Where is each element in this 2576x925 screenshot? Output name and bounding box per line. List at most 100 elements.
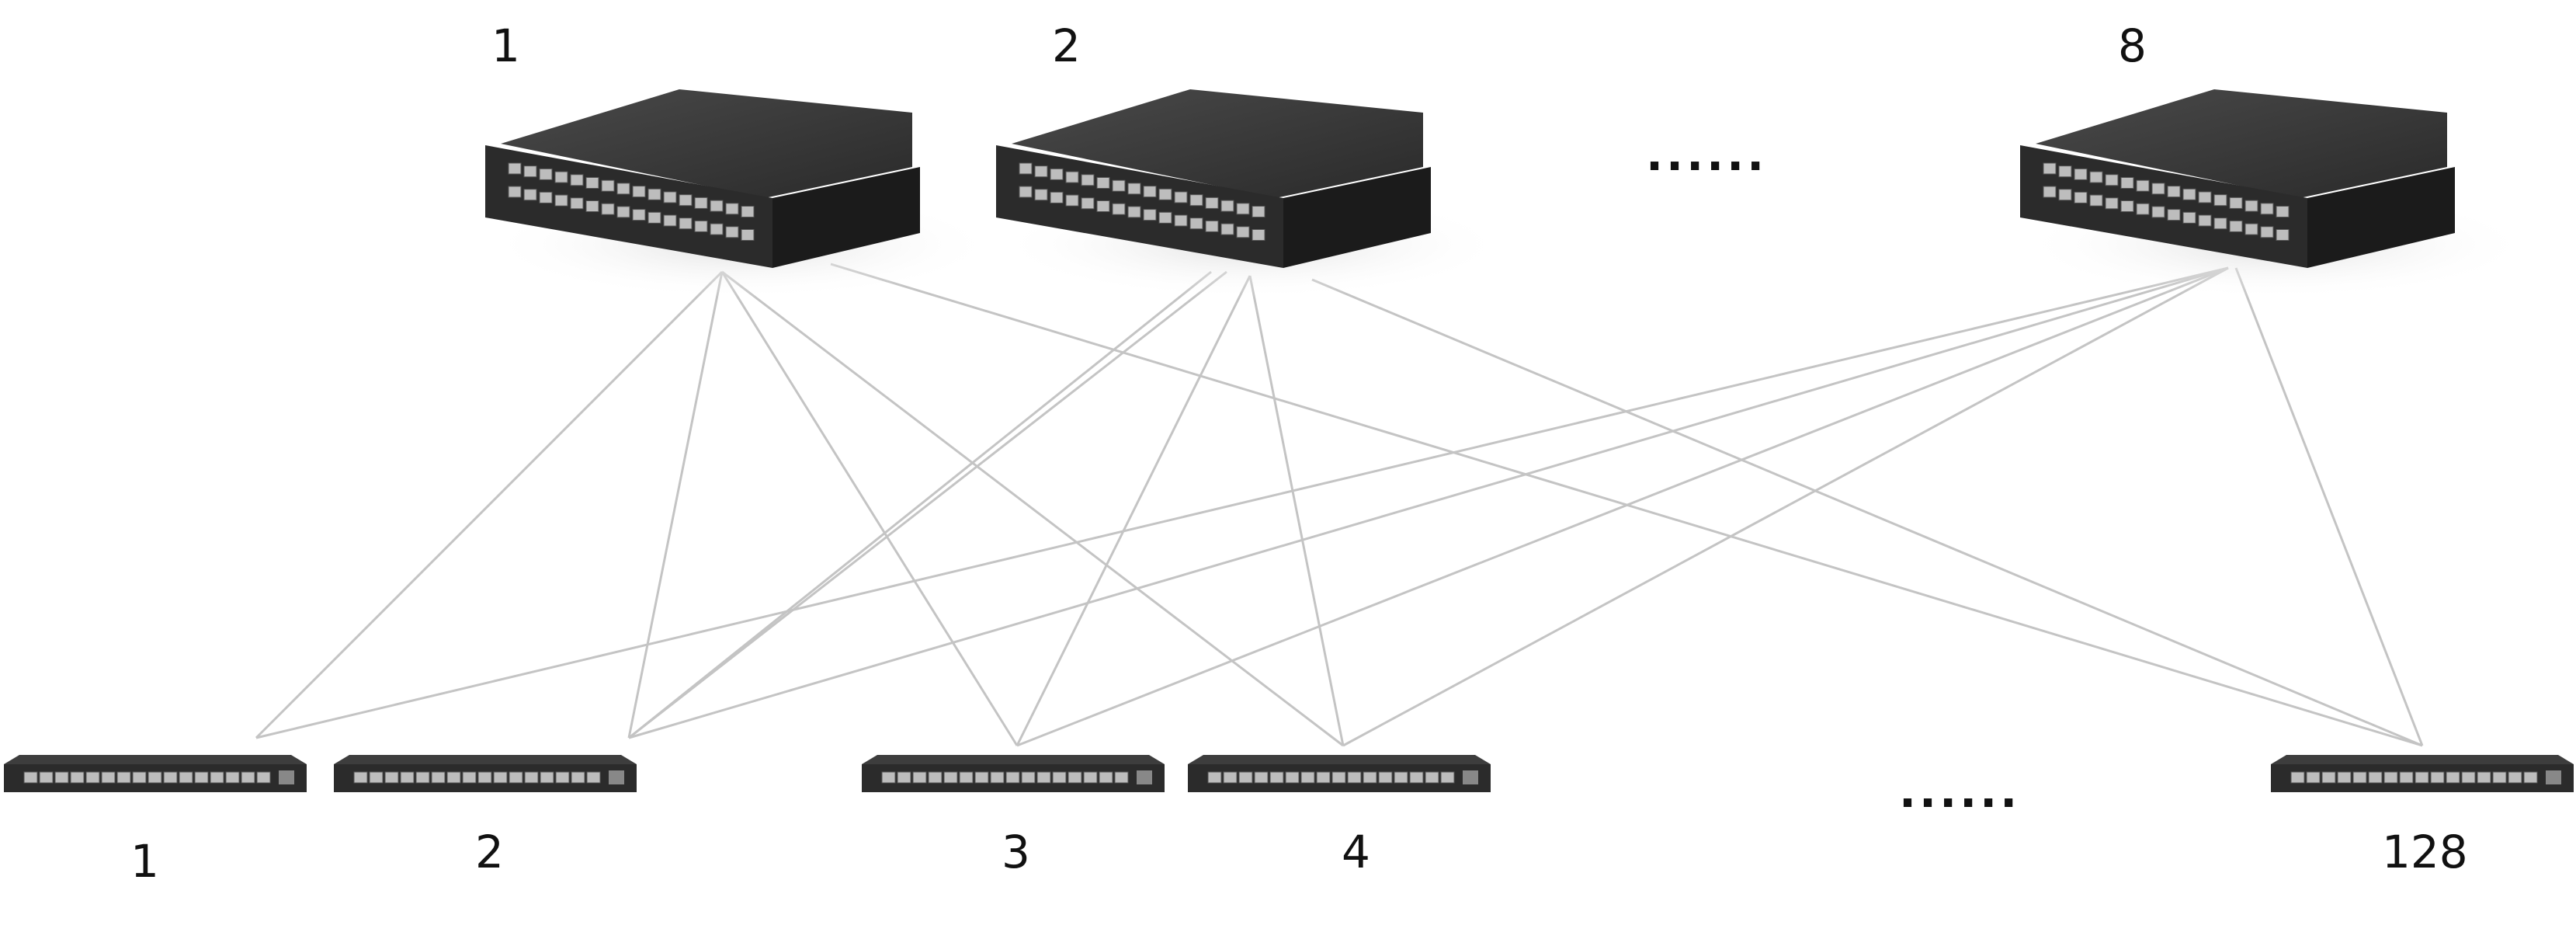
port xyxy=(194,771,209,784)
port xyxy=(2337,771,2352,784)
port xyxy=(1083,771,1098,784)
spine-switch-8-top xyxy=(2036,89,2447,198)
port xyxy=(2352,771,2367,784)
port xyxy=(974,771,989,784)
port xyxy=(2399,771,2414,784)
port xyxy=(1112,179,1126,192)
spine-switch-2 xyxy=(996,89,1508,299)
link-s8-l128 xyxy=(2234,267,2424,746)
port xyxy=(85,771,100,784)
port xyxy=(679,194,693,207)
port xyxy=(679,217,693,230)
port xyxy=(70,771,85,784)
port xyxy=(585,177,599,189)
spine-switch-1 xyxy=(485,89,998,299)
port xyxy=(1036,771,1051,784)
port xyxy=(2089,194,2103,207)
port xyxy=(1081,174,1095,186)
port xyxy=(1096,177,1110,189)
port xyxy=(2105,197,2119,210)
port xyxy=(1425,771,1439,784)
port xyxy=(539,191,553,203)
port xyxy=(1034,189,1048,201)
port xyxy=(523,189,537,201)
port xyxy=(616,206,630,218)
port xyxy=(1285,771,1300,784)
link-s8-l2 xyxy=(628,266,2229,739)
port xyxy=(2167,186,2181,198)
port xyxy=(1220,223,1234,235)
port xyxy=(2446,771,2460,784)
spine-switch-1-ports xyxy=(508,162,755,241)
port xyxy=(1205,196,1219,209)
port xyxy=(647,211,661,224)
port xyxy=(1127,183,1141,195)
port xyxy=(2229,220,2243,232)
port xyxy=(2043,162,2057,175)
leaf-switch-1-mgmt-port xyxy=(279,770,294,784)
port xyxy=(1096,200,1110,212)
port xyxy=(647,188,661,200)
port xyxy=(369,771,384,784)
port xyxy=(1052,771,1067,784)
port xyxy=(2198,191,2212,203)
link-s2-l4 xyxy=(1248,275,1345,746)
port xyxy=(446,771,461,784)
port xyxy=(101,771,116,784)
port xyxy=(570,174,584,186)
leaf-ellipsis: ...... xyxy=(1899,765,2021,818)
port xyxy=(2477,771,2491,784)
port xyxy=(1114,771,1129,784)
leaf-switch-1-ports xyxy=(23,771,271,784)
spine-label-2: 2 xyxy=(1052,19,1081,72)
port xyxy=(1143,209,1157,221)
leaf-switch-128-top xyxy=(2271,755,2574,764)
port xyxy=(2136,203,2150,215)
leaf-switch-3-ports xyxy=(881,771,1129,784)
spine-ellipsis: ...... xyxy=(1646,128,1768,181)
port xyxy=(2260,226,2274,238)
port xyxy=(663,191,677,203)
leaf-label-3: 3 xyxy=(1002,826,1030,878)
spine-switch-8-ports xyxy=(2043,162,2290,241)
port xyxy=(400,771,415,784)
port xyxy=(1050,191,1064,203)
port xyxy=(2368,771,2383,784)
port xyxy=(2136,179,2150,192)
port xyxy=(554,171,568,183)
leaf-switch-1-top xyxy=(4,755,307,764)
port xyxy=(2105,174,2119,186)
port xyxy=(2415,771,2429,784)
port xyxy=(1252,206,1265,217)
port xyxy=(1021,771,1036,784)
leaf-switch-2-top xyxy=(334,755,637,764)
leaf-switches xyxy=(4,755,2574,792)
port xyxy=(725,226,739,238)
port xyxy=(710,223,724,235)
port xyxy=(2151,206,2165,218)
spine-switches xyxy=(485,89,2533,299)
port xyxy=(990,771,1005,784)
port xyxy=(2151,183,2165,195)
port xyxy=(148,771,162,784)
port xyxy=(1174,191,1188,203)
port xyxy=(415,771,430,784)
port xyxy=(1220,200,1234,212)
port xyxy=(741,229,755,241)
port xyxy=(39,771,54,784)
port xyxy=(1207,771,1222,784)
port xyxy=(241,771,255,784)
port xyxy=(1409,771,1424,784)
port xyxy=(959,771,974,784)
port xyxy=(1065,171,1079,183)
port xyxy=(116,771,131,784)
link-s8-l3 xyxy=(1016,266,2229,747)
port xyxy=(462,771,477,784)
port xyxy=(1236,226,1250,238)
port xyxy=(1394,771,1408,784)
leaf-switch-1 xyxy=(4,755,307,792)
spine-switch-2-ports xyxy=(1019,162,1265,241)
port xyxy=(2276,229,2290,241)
leaf-label-4: 4 xyxy=(1342,826,1370,878)
port xyxy=(1189,194,1203,207)
